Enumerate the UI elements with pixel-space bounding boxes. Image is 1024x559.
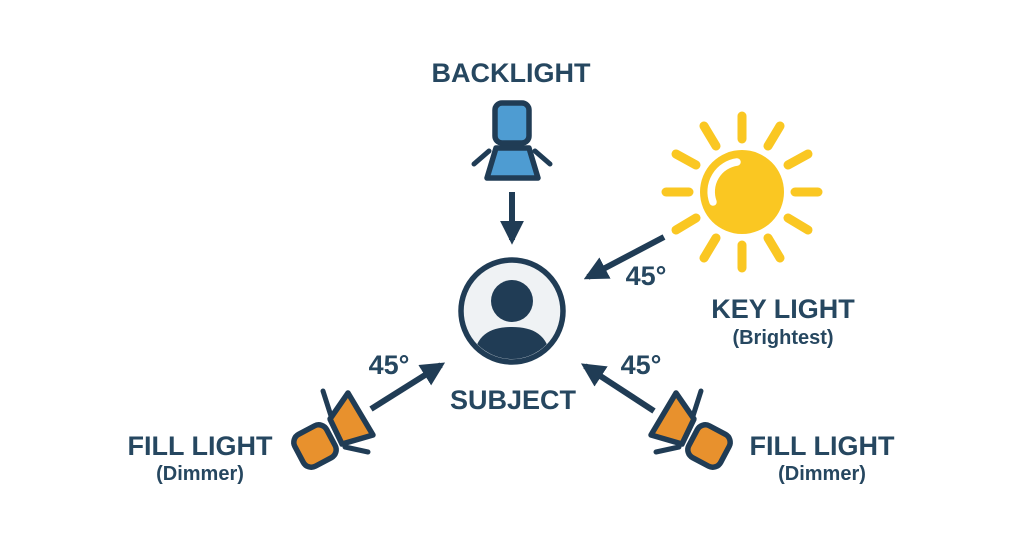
key-light-label: KEY LIGHT [711,294,855,324]
fill-light-left-label: FILL LIGHT [127,431,273,461]
fill-left-angle-label: 45° [368,350,410,380]
fill-light-right-sublabel: (Dimmer) [778,463,866,485]
key-light-arrow [583,234,666,280]
fill-right-arrow [580,363,656,414]
key-light-sublabel: (Brightest) [732,327,834,349]
fill-light-left-icon [291,391,373,470]
fill-right-angle-label: 45° [620,350,662,380]
sun-icon [661,111,823,273]
subject-label: SUBJECT [449,385,577,415]
fill-light-left-sublabel: (Dimmer) [156,463,244,485]
subject-avatar [458,257,566,365]
key-light-angle-label: 45° [625,261,667,291]
backlight-label: BACKLIGHT [431,58,591,88]
fill-left-arrow [369,362,446,412]
fill-light-right-icon [651,391,733,470]
fill-light-right-label: FILL LIGHT [749,431,895,461]
backlight-icon [471,100,553,181]
